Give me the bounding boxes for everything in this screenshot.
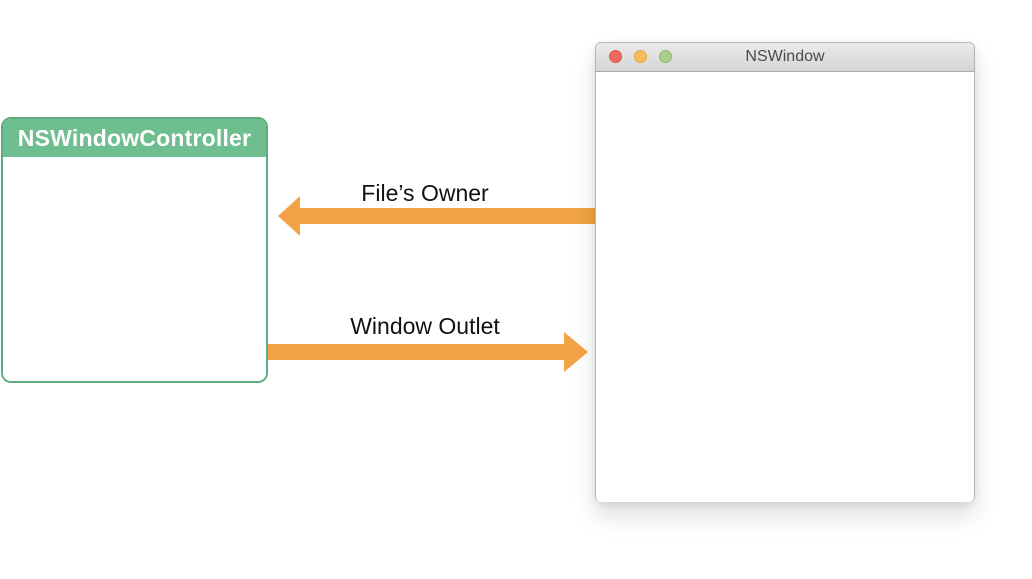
zoom-button-icon (659, 50, 672, 63)
nswindowcontroller-body (3, 157, 266, 381)
nswindow-title: NSWindow (745, 48, 825, 65)
traffic-lights (609, 50, 672, 63)
nswindowcontroller-header: NSWindowController (3, 119, 266, 157)
nswindowcontroller-box: NSWindowController (1, 117, 268, 383)
window-outlet-label: Window Outlet (350, 313, 500, 339)
minimize-button-icon (634, 50, 647, 63)
window-outlet-arrow-shaft (268, 344, 564, 360)
nswindowcontroller-title: NSWindowController (17, 125, 252, 151)
close-button-icon (609, 50, 622, 63)
files-owner-label: File’s Owner (361, 180, 489, 206)
files-owner-arrow-shaft (299, 208, 595, 224)
nswindow: NSWindow (595, 42, 975, 502)
nswindow-content (596, 72, 974, 502)
nswindow-titlebar: NSWindow (596, 43, 974, 72)
files-owner-arrowhead-icon (278, 196, 300, 236)
window-outlet-arrowhead-icon (564, 332, 588, 372)
